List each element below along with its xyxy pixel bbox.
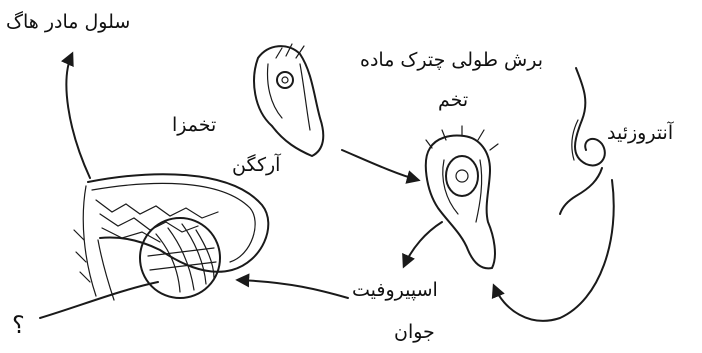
arrow-zygote-to-sporophyte (404, 222, 442, 266)
arrow-mother-cell-to-capsule (66, 54, 90, 178)
label-egg-cell: تخمزا (172, 116, 216, 135)
arrow-archegonium-to-zygote (342, 150, 418, 180)
label-young: جوان (394, 323, 435, 342)
label-egg: تخم (438, 91, 468, 110)
label-section: برش طولی چترک ماده (360, 51, 543, 70)
label-antherozoid: آنتروزئید (607, 124, 673, 143)
label-archegonium: آرکگن (232, 156, 280, 175)
label-mother-cell: سلول مادر هاگ (6, 13, 130, 32)
archegonium-drawing (254, 44, 323, 156)
sporophyte-capsule-drawing (74, 174, 268, 300)
leader-question (40, 282, 158, 318)
label-sporophyte: اسپیروفیت (352, 281, 438, 300)
label-question: ؟ (12, 313, 25, 337)
zygote-archegonium-drawing (426, 126, 498, 268)
antherozoid-drawing (560, 68, 605, 214)
arrow-antherozoid-to-young (494, 180, 614, 321)
arrow-sporophyte-to-capsule (238, 280, 348, 298)
